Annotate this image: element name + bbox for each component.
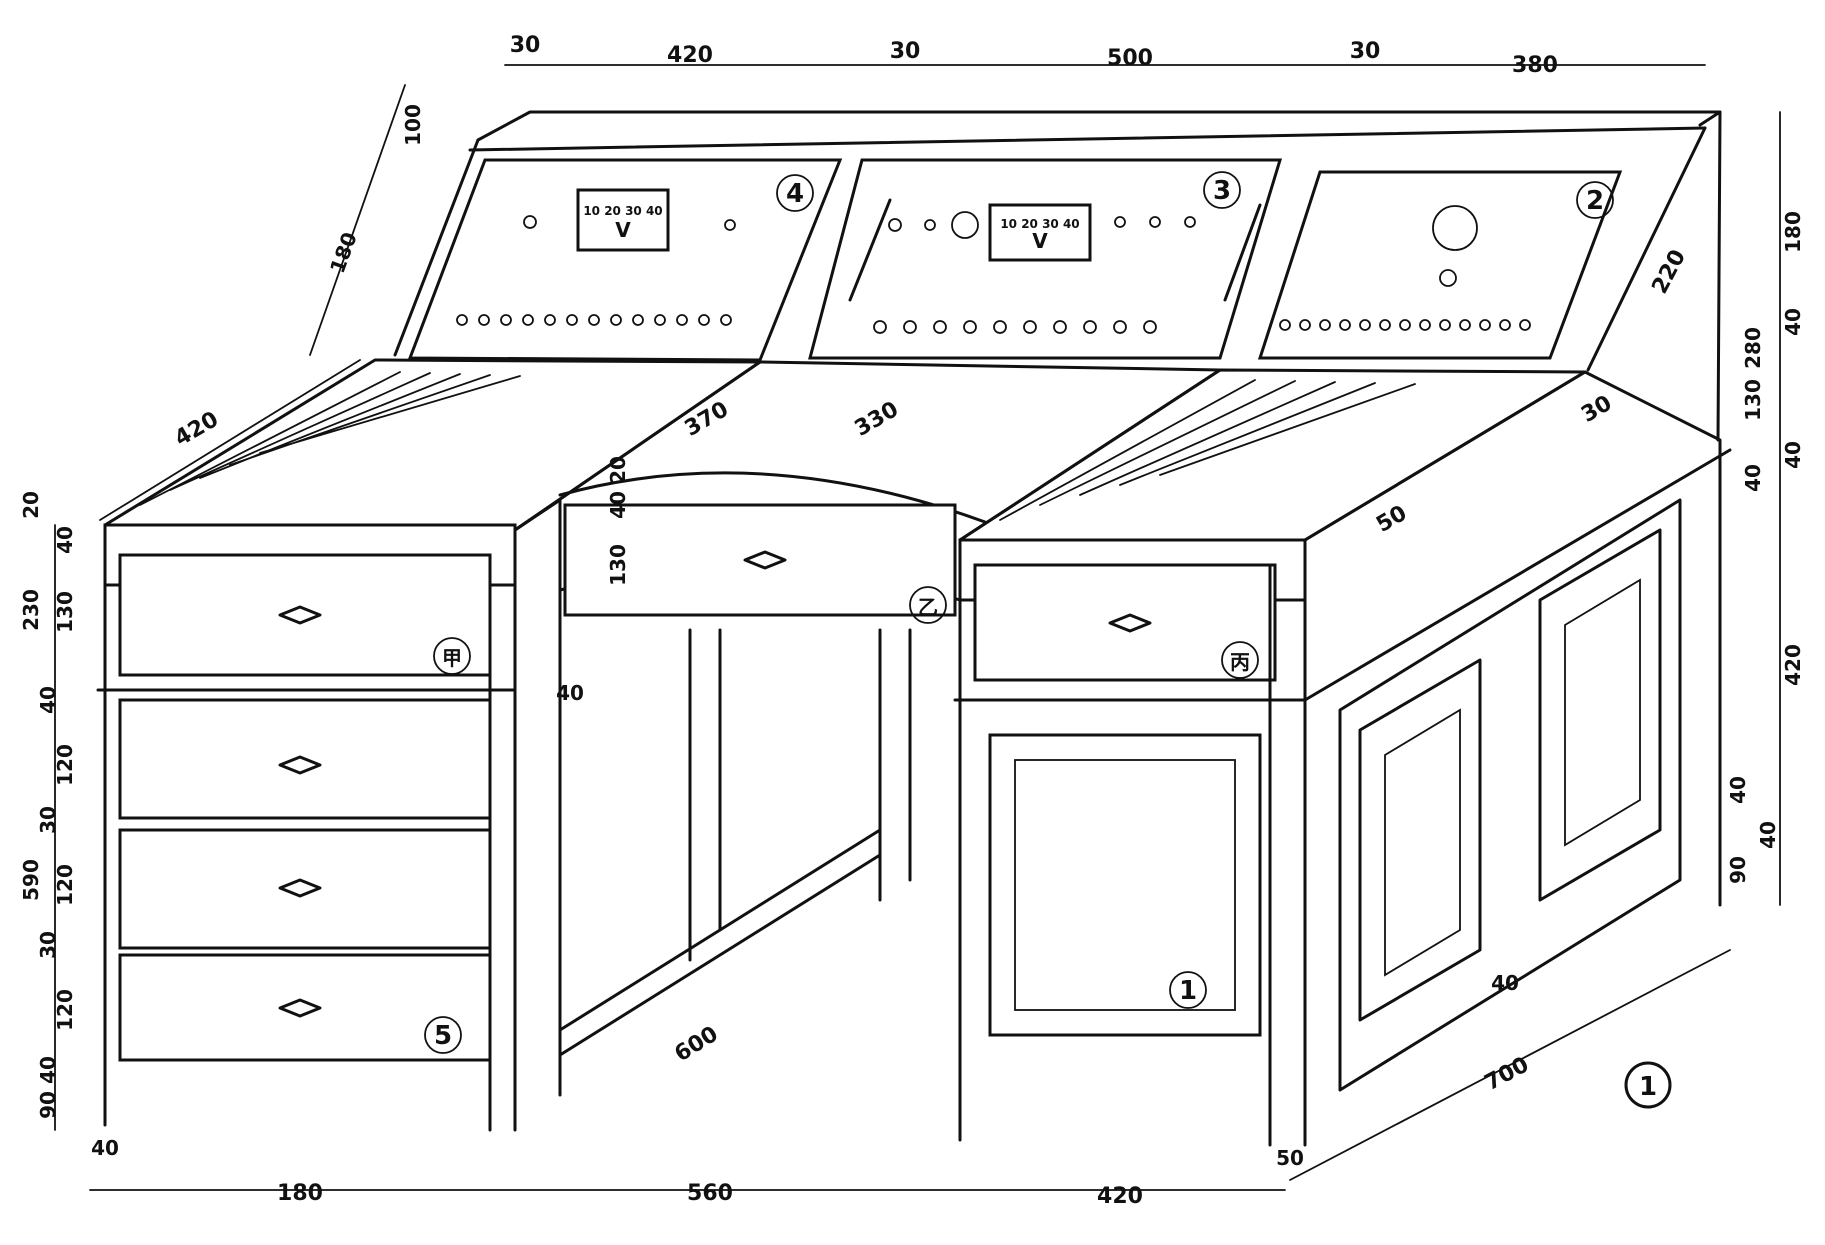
drawer-left-3	[118, 828, 492, 950]
dim-diag-6: 220	[1647, 246, 1691, 298]
part-labels: 1 2 3 4 5 甲 乙 丙	[424, 171, 1614, 1054]
dim-top-5: 30	[1350, 39, 1381, 64]
dim-diag-9: 600	[670, 1022, 722, 1068]
knee-space	[558, 503, 962, 1057]
dimension-lines	[54, 64, 1781, 1191]
meter-v-left: V	[615, 218, 631, 242]
left-vertical-dimensions: 20 40 230 130 40 120 30 590 120 30 120 4…	[19, 491, 119, 1160]
dim-left-2: 40	[53, 526, 77, 554]
dim-left-6: 120	[53, 744, 77, 786]
left-pedestal	[96, 498, 562, 1132]
dim-diag-4: 370	[681, 397, 733, 442]
switch-row-left	[456, 215, 736, 326]
part-label-5: 5	[434, 1021, 452, 1051]
dim-right-7: 420	[1781, 644, 1805, 686]
dim-left-4: 130	[53, 591, 77, 633]
dim-bottom-2: 560	[687, 1181, 733, 1206]
dim-left-9: 120	[53, 864, 77, 906]
dim-right-6: 40	[1741, 464, 1765, 492]
part-label-1: 1	[1179, 976, 1197, 1006]
dim-left-7: 30	[36, 806, 60, 834]
dim-right-1: 180	[1781, 211, 1805, 253]
dim-right-3: 280	[1741, 327, 1765, 369]
voltmeter-left	[576, 188, 670, 252]
part-label-4: 4	[786, 179, 804, 209]
meter-scale-left: 10 20 30 40	[583, 204, 662, 218]
dim-top-2: 420	[667, 43, 713, 68]
dim-right-8: 40	[1726, 776, 1750, 804]
dim-left-5: 40	[36, 686, 60, 714]
part-label-2: 2	[1586, 186, 1604, 216]
dim-bottom-4: 700	[1481, 1052, 1533, 1096]
part-label-3: 3	[1213, 176, 1231, 206]
control-panel-4	[407, 158, 843, 362]
dim-center-3: 130	[606, 544, 630, 586]
dim-bottom-1: 180	[277, 1181, 323, 1206]
center-drawer-yi	[563, 503, 957, 617]
dim-left-8: 590	[19, 859, 43, 901]
part-label-bing: 丙	[1230, 650, 1250, 674]
part-label-jia: 甲	[442, 646, 462, 670]
dim-diag-3: 420	[171, 407, 223, 452]
dim-left-3: 230	[19, 589, 43, 631]
dim-diag-1: 100	[401, 104, 425, 146]
dim-right-5: 40	[1781, 441, 1805, 469]
dim-bottom-3: 420	[1097, 1184, 1143, 1209]
upper-console	[393, 110, 1722, 442]
voltmeter-center	[988, 203, 1092, 262]
dim-diag-7: 30	[1577, 391, 1616, 428]
right-pedestal	[953, 370, 1732, 1147]
dim-left-14: 40	[91, 1136, 119, 1160]
dim-right-10: 90	[1726, 856, 1750, 884]
figure-number: 1	[1624, 1061, 1672, 1109]
dim-left-13: 90	[36, 1091, 60, 1119]
figure-number-label: 1	[1639, 1072, 1657, 1102]
dim-left-1: 20	[19, 491, 43, 519]
dim-left-12: 40	[36, 1056, 60, 1084]
indicator-lamp-cluster	[1432, 205, 1478, 251]
top-dimensions: 30 420 30 500 30 380	[510, 33, 1558, 78]
bottom-dimensions: 180 560 420 700 50	[277, 1052, 1533, 1209]
drawer-bing	[973, 563, 1277, 682]
control-panel-3	[808, 158, 1283, 360]
dim-diag-8: 50	[1372, 501, 1411, 538]
drawer-5	[118, 953, 492, 1062]
desk-center-dimensions: 20 40 130 40	[556, 456, 630, 705]
right-vertical-dimensions: 180 40 280 130 40 40 420 40 40 90 40	[1491, 211, 1805, 995]
dim-center-2: 40	[606, 491, 630, 519]
cabinet-door-1	[988, 733, 1262, 1037]
dim-right-4: 130	[1741, 379, 1765, 421]
meter-v-center: V	[1032, 229, 1048, 253]
control-panel-2	[1257, 170, 1623, 360]
dim-top-6: 380	[1512, 53, 1558, 78]
dim-top-1: 30	[510, 33, 541, 58]
dim-diag-2: 180	[325, 229, 362, 276]
dim-right-9: 40	[1756, 821, 1780, 849]
dim-center-1: 20	[606, 456, 630, 484]
dim-left-11: 120	[53, 989, 77, 1031]
part-label-yi: 乙	[918, 595, 938, 619]
dim-top-4: 500	[1107, 46, 1153, 71]
dim-right-2: 40	[1781, 308, 1805, 336]
dim-center-4: 40	[556, 681, 584, 705]
dim-left-10: 30	[36, 931, 60, 959]
meter-labels: 10 20 30 40 V 10 20 30 40 V	[583, 204, 1079, 253]
drawer-jia	[118, 553, 492, 677]
dim-bottom-5: 50	[1276, 1146, 1304, 1170]
dim-right-11: 40	[1491, 971, 1519, 995]
meter-scale-center: 10 20 30 40	[1000, 217, 1079, 231]
dim-diag-5: 330	[851, 397, 903, 442]
dim-top-3: 30	[890, 39, 921, 64]
